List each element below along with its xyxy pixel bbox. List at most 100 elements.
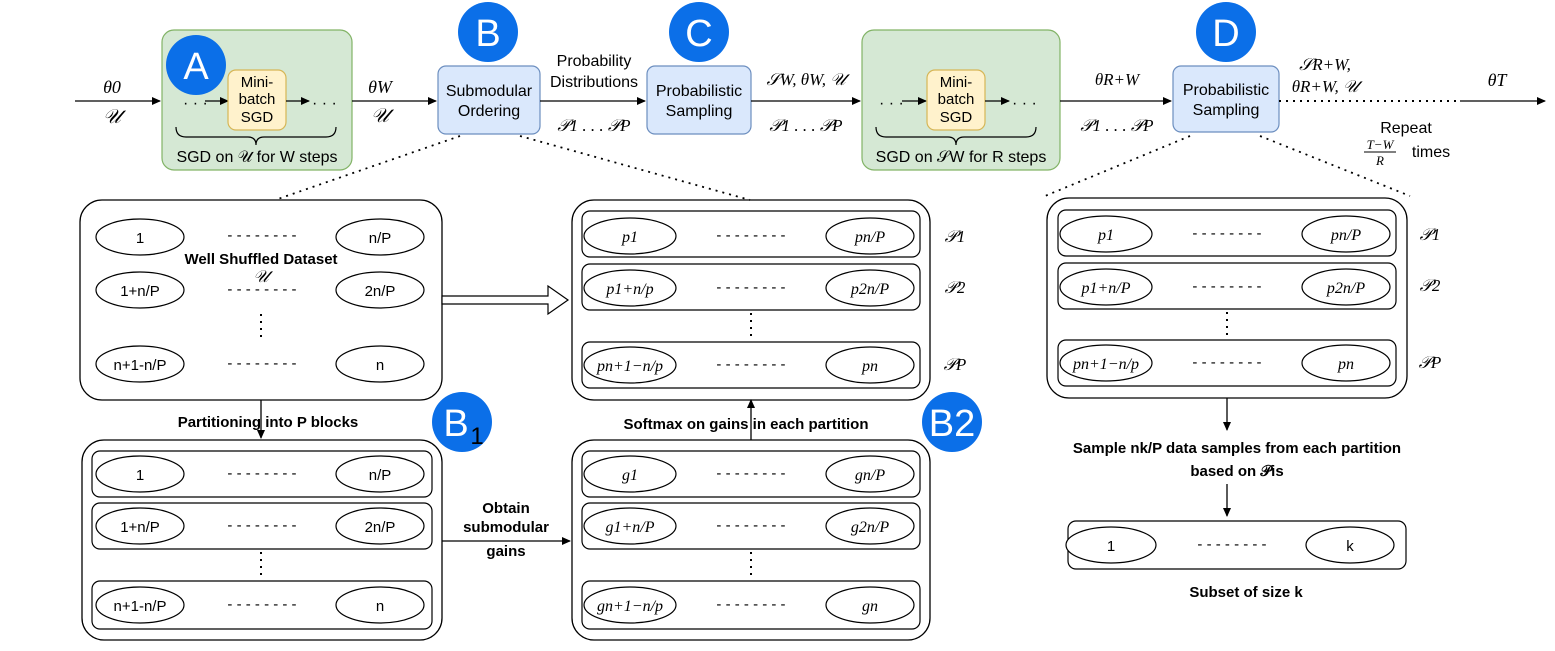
minibatch-label-a-3: SGD: [241, 109, 274, 126]
prob-cell: [583, 346, 677, 384]
dataset-cell: [95, 218, 185, 256]
dataset-row-3-dash: - - - - - - - -: [227, 355, 296, 372]
dataset-title: Well Shuffled Dataset: [184, 251, 337, 268]
output-u-label: 𝒰: [371, 105, 395, 127]
ellipsis-left-a: · · ·: [183, 95, 208, 112]
submodular-ordering-label-2: Ordering: [458, 103, 520, 120]
prob-dist-label-2: Distributions: [550, 74, 638, 91]
partition-row-3-left: n+1-n/P: [114, 598, 167, 615]
dataset-row-1-right: n/P: [369, 230, 392, 247]
prob-cell: [825, 346, 915, 384]
minibatch-label-b-3: SGD: [940, 109, 973, 126]
prob-row-3-dash: - - - - - - - -: [716, 356, 785, 373]
sample-caption-2: based on 𝒫is: [1190, 463, 1283, 480]
dataset-row-2-left: 1+n/P: [120, 283, 160, 300]
dataset-cell: [335, 345, 425, 383]
prob-right-row-2-left: p1+n/P: [1080, 280, 1130, 297]
badge-b1-sub: 1: [470, 423, 483, 450]
dataset-row-3-left: n+1-n/P: [114, 357, 167, 374]
repeat-fraction-num: T−W: [1367, 137, 1395, 152]
dataset-cell: [335, 271, 425, 309]
gains-block: [581, 580, 921, 630]
prob-right-label-2: 𝒫2: [1420, 276, 1441, 295]
partition-cell: [335, 507, 425, 545]
prob-right-block: [1057, 262, 1397, 310]
badge-a-label: A: [183, 46, 209, 88]
gains-cell: [825, 507, 915, 545]
prob-row-2-left: p1+n/p: [605, 281, 653, 298]
gains-label-2: submodular: [463, 519, 549, 536]
partition-row-2-right: 2n/P: [365, 519, 396, 536]
subset-cell: [1305, 526, 1395, 564]
gains-row-2-dash: - - - - - - - -: [716, 517, 785, 534]
badge-d: [1196, 2, 1256, 62]
prob-right-row-1-dash: - - - - - - - -: [1192, 225, 1261, 242]
brace-b: [875, 126, 1037, 146]
prob-row-1-dash: - - - - - - - -: [716, 227, 785, 244]
partition-row-3-right: n: [376, 598, 384, 615]
zoom-line-d-right: [1259, 135, 1411, 197]
prob-block: [581, 341, 921, 389]
prob-row-2-right: p2n/P: [850, 281, 889, 298]
prob-right-row-2-right: p2n/P: [1326, 280, 1365, 297]
theta-rw-u-label: θR+W, 𝒰: [1292, 77, 1363, 96]
prob-right-label-1: 𝒫1: [1420, 225, 1441, 244]
dataset-title-symbol: 𝒰: [253, 267, 273, 286]
partition-cell: [95, 455, 185, 493]
gains-cell: [825, 455, 915, 493]
zoom-line-b-right: [519, 135, 751, 201]
gains-block: [581, 502, 921, 550]
prob-block: [581, 263, 921, 311]
prob-right-cell: [1059, 268, 1153, 306]
partition-caption: Partitioning into P blocks: [178, 414, 359, 431]
theta-0-label: θ0: [103, 77, 121, 97]
prob-right-row-1-left: p1: [1097, 227, 1114, 244]
partition-row-2-dash: - - - - - - - -: [227, 517, 296, 534]
prob-right-label-3: 𝒫P: [1419, 353, 1442, 372]
badge-d-label: D: [1212, 13, 1239, 55]
gains-block: [581, 450, 921, 498]
prob-right-row-2-dash: - - - - - - - -: [1192, 278, 1261, 295]
minibatch-label-b-2: batch: [938, 91, 975, 108]
subset-right: k: [1346, 538, 1354, 555]
partition-block: [91, 450, 433, 498]
repeat-fraction-den: R: [1375, 153, 1384, 168]
submodular-ordering-label-1: Submodular: [446, 83, 533, 100]
partition-block: [91, 580, 433, 630]
gains-row-2-right: g2n/P: [851, 519, 889, 536]
partition-cell: [95, 507, 185, 545]
partition-cell: [335, 455, 425, 493]
gains-cell: [583, 507, 677, 545]
prob-right-block: [1057, 209, 1397, 257]
theta-t-label: θT: [1488, 70, 1509, 90]
prob-row-1-right: pn/P: [854, 229, 885, 246]
ellipsis-right-a: · · ·: [312, 95, 337, 112]
prob-label-2: 𝒫2: [945, 278, 966, 297]
subset-left: 1: [1107, 538, 1115, 555]
dataset-row-3-right: n: [376, 357, 384, 374]
p-dists-3: 𝒫1 . . . 𝒫P: [1080, 116, 1153, 135]
probabilistic-sampling-c-box: [646, 65, 752, 135]
prob-right-row-3-right: pn: [1337, 356, 1354, 373]
p-dists-2: 𝒫1 . . . 𝒫P: [769, 116, 842, 135]
minibatch-label-a-2: batch: [239, 91, 276, 108]
prob-right-cell: [1301, 344, 1391, 382]
badge-b-label: B: [475, 13, 500, 55]
s-rw-label: 𝒮R+W,: [1299, 55, 1351, 74]
ellipsis-right-b: · · ·: [1012, 95, 1037, 112]
dataset-cell: [95, 271, 185, 309]
badge-b1-label: B: [443, 403, 468, 445]
prob-sampling-c-label-2: Sampling: [666, 103, 733, 120]
prob-sampling-c-label-1: Probabilistic: [656, 83, 742, 100]
softmax-caption: Softmax on gains in each partition: [623, 416, 868, 433]
minibatch-sgd-box-b: [926, 69, 986, 131]
gains-row-1-left: g1: [622, 467, 638, 484]
prob-row-1-left: p1: [621, 229, 638, 246]
gains-row-1-right: gn/P: [855, 467, 885, 484]
gains-row-2-left: g1+n/P: [605, 519, 654, 536]
prob-label-1: 𝒫1: [945, 227, 966, 246]
ellipsis-left-b: · · ·: [879, 95, 904, 112]
sample-caption-1: Sample nk/P data samples from each parti…: [1073, 440, 1401, 457]
prob-right-row-3-dash: - - - - - - - -: [1192, 354, 1261, 371]
